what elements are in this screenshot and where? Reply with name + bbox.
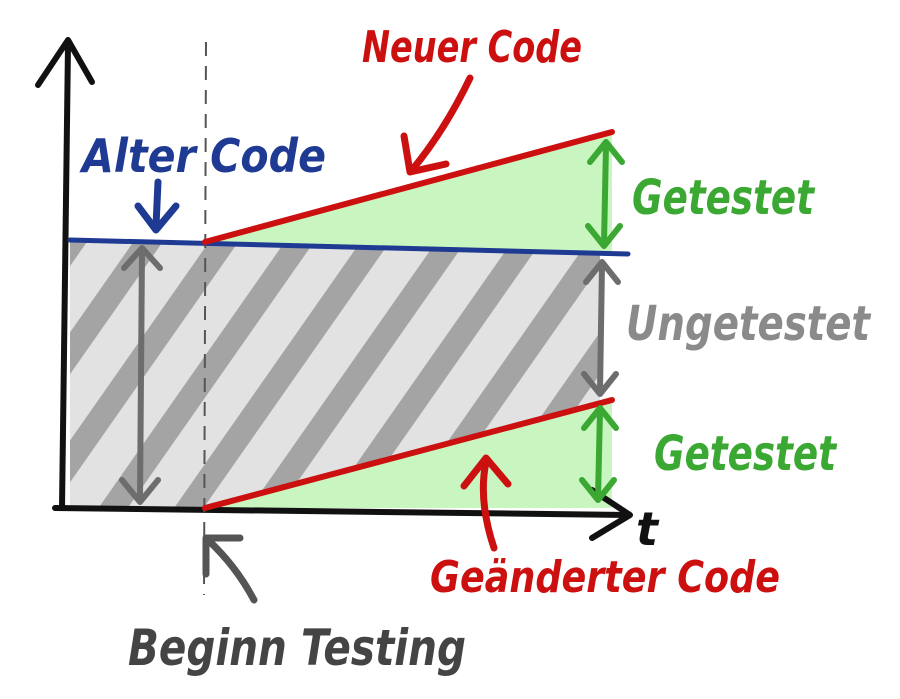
changed-code-label: Geänderter Code [430,552,780,603]
double-arrow-icon [579,405,619,503]
begin-testing-label: Beginn Testing [128,619,466,677]
y-axis-arrow-icon [35,37,95,88]
new-code-line [202,129,615,245]
pointer-arrow-icon [460,454,512,552]
pointer-arrow-icon [202,534,258,604]
double-arrow-icon [581,259,621,397]
pointer-arrow-icon [134,178,180,234]
y-axis [59,42,71,511]
pointer-arrow-icon [400,74,474,176]
old-code-label: Alter Code [79,129,326,183]
begin-testing-line [203,41,207,596]
double-arrow-icon [585,139,625,249]
tested-bottom-label: Getestet [654,426,838,482]
changed-code-line [202,397,615,511]
untested-label: Ungetestet [626,296,872,352]
x-axis [52,505,631,518]
new-code-label: Neuer Code [362,22,582,73]
old-code-line [67,237,631,257]
time-axis-label: t [636,502,660,556]
tested-top-label: Getestet [632,170,816,226]
x-axis-arrow-icon [589,487,633,541]
double-arrow-icon [119,245,163,505]
